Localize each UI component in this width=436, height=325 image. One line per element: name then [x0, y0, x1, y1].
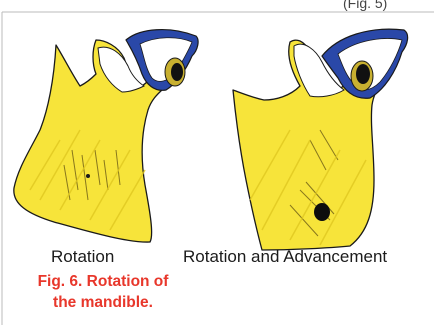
label-rotation: Rotation: [51, 247, 114, 267]
label-rotation-advancement: Rotation and Advancement: [183, 247, 387, 267]
figure-caption: Fig. 6. Rotation of the mandible.: [28, 271, 178, 313]
caption-line-1: Fig. 6. Rotation of: [28, 271, 178, 292]
mandible-right-rotation-advancement: [233, 29, 408, 250]
mandible-left-rotation: [14, 30, 198, 242]
top-partial-text: (Fig. 5): [343, 0, 387, 11]
caption-line-2: the mandible.: [28, 292, 178, 313]
